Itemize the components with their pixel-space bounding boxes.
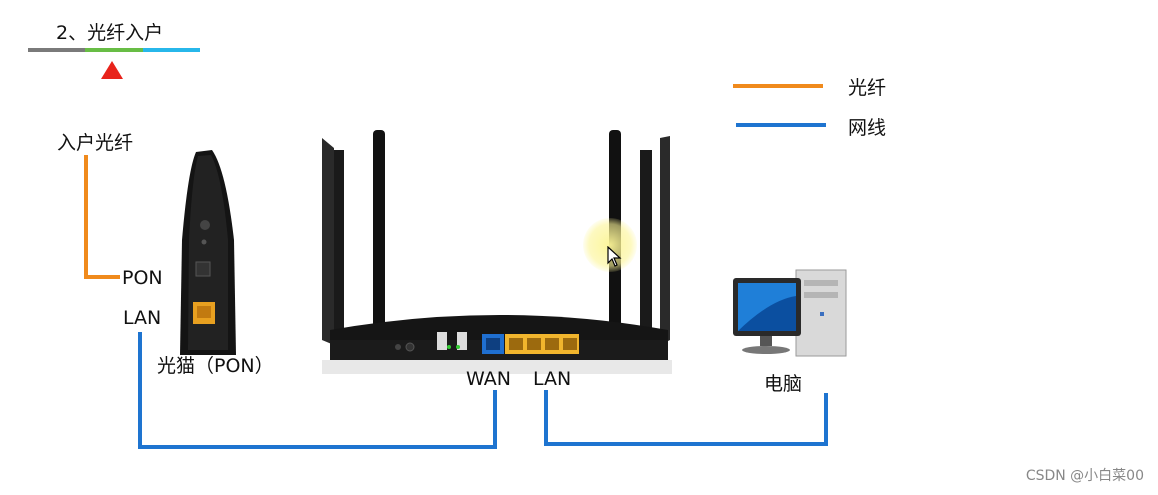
wireless-router-icon <box>322 130 672 374</box>
pon-port-label: PON <box>122 267 163 289</box>
desktop-computer-icon <box>733 269 847 357</box>
fiber-line <box>84 155 120 279</box>
legend-fiber-line <box>733 84 823 88</box>
legend-cable-line <box>736 123 826 127</box>
fiber-in-label: 入户光纤 <box>57 132 134 154</box>
legend-cable-label: 网线 <box>848 117 887 139</box>
mouse-pointer-icon <box>607 246 622 267</box>
legend-fiber-label: 光纤 <box>848 77 887 99</box>
cable-modem-to-router <box>138 332 497 449</box>
cable-router-to-pc <box>544 390 828 446</box>
pc-label: 电脑 <box>764 373 803 395</box>
optical-modem-icon <box>180 150 236 355</box>
router-lan-label: LAN <box>533 368 572 390</box>
section-title: 2、光纤入户 <box>56 22 164 44</box>
progress-seg-3 <box>143 48 200 52</box>
progress-marker-icon <box>101 61 123 79</box>
cursor-highlight <box>583 218 637 272</box>
progress-seg-2 <box>85 48 143 52</box>
modem-name-label: 光猫（PON） <box>157 355 274 377</box>
router-wan-label: WAN <box>466 368 511 390</box>
modem-lan-label: LAN <box>123 307 162 329</box>
watermark: CSDN @小白菜00 <box>1025 468 1144 484</box>
progress-seg-1 <box>28 48 85 52</box>
